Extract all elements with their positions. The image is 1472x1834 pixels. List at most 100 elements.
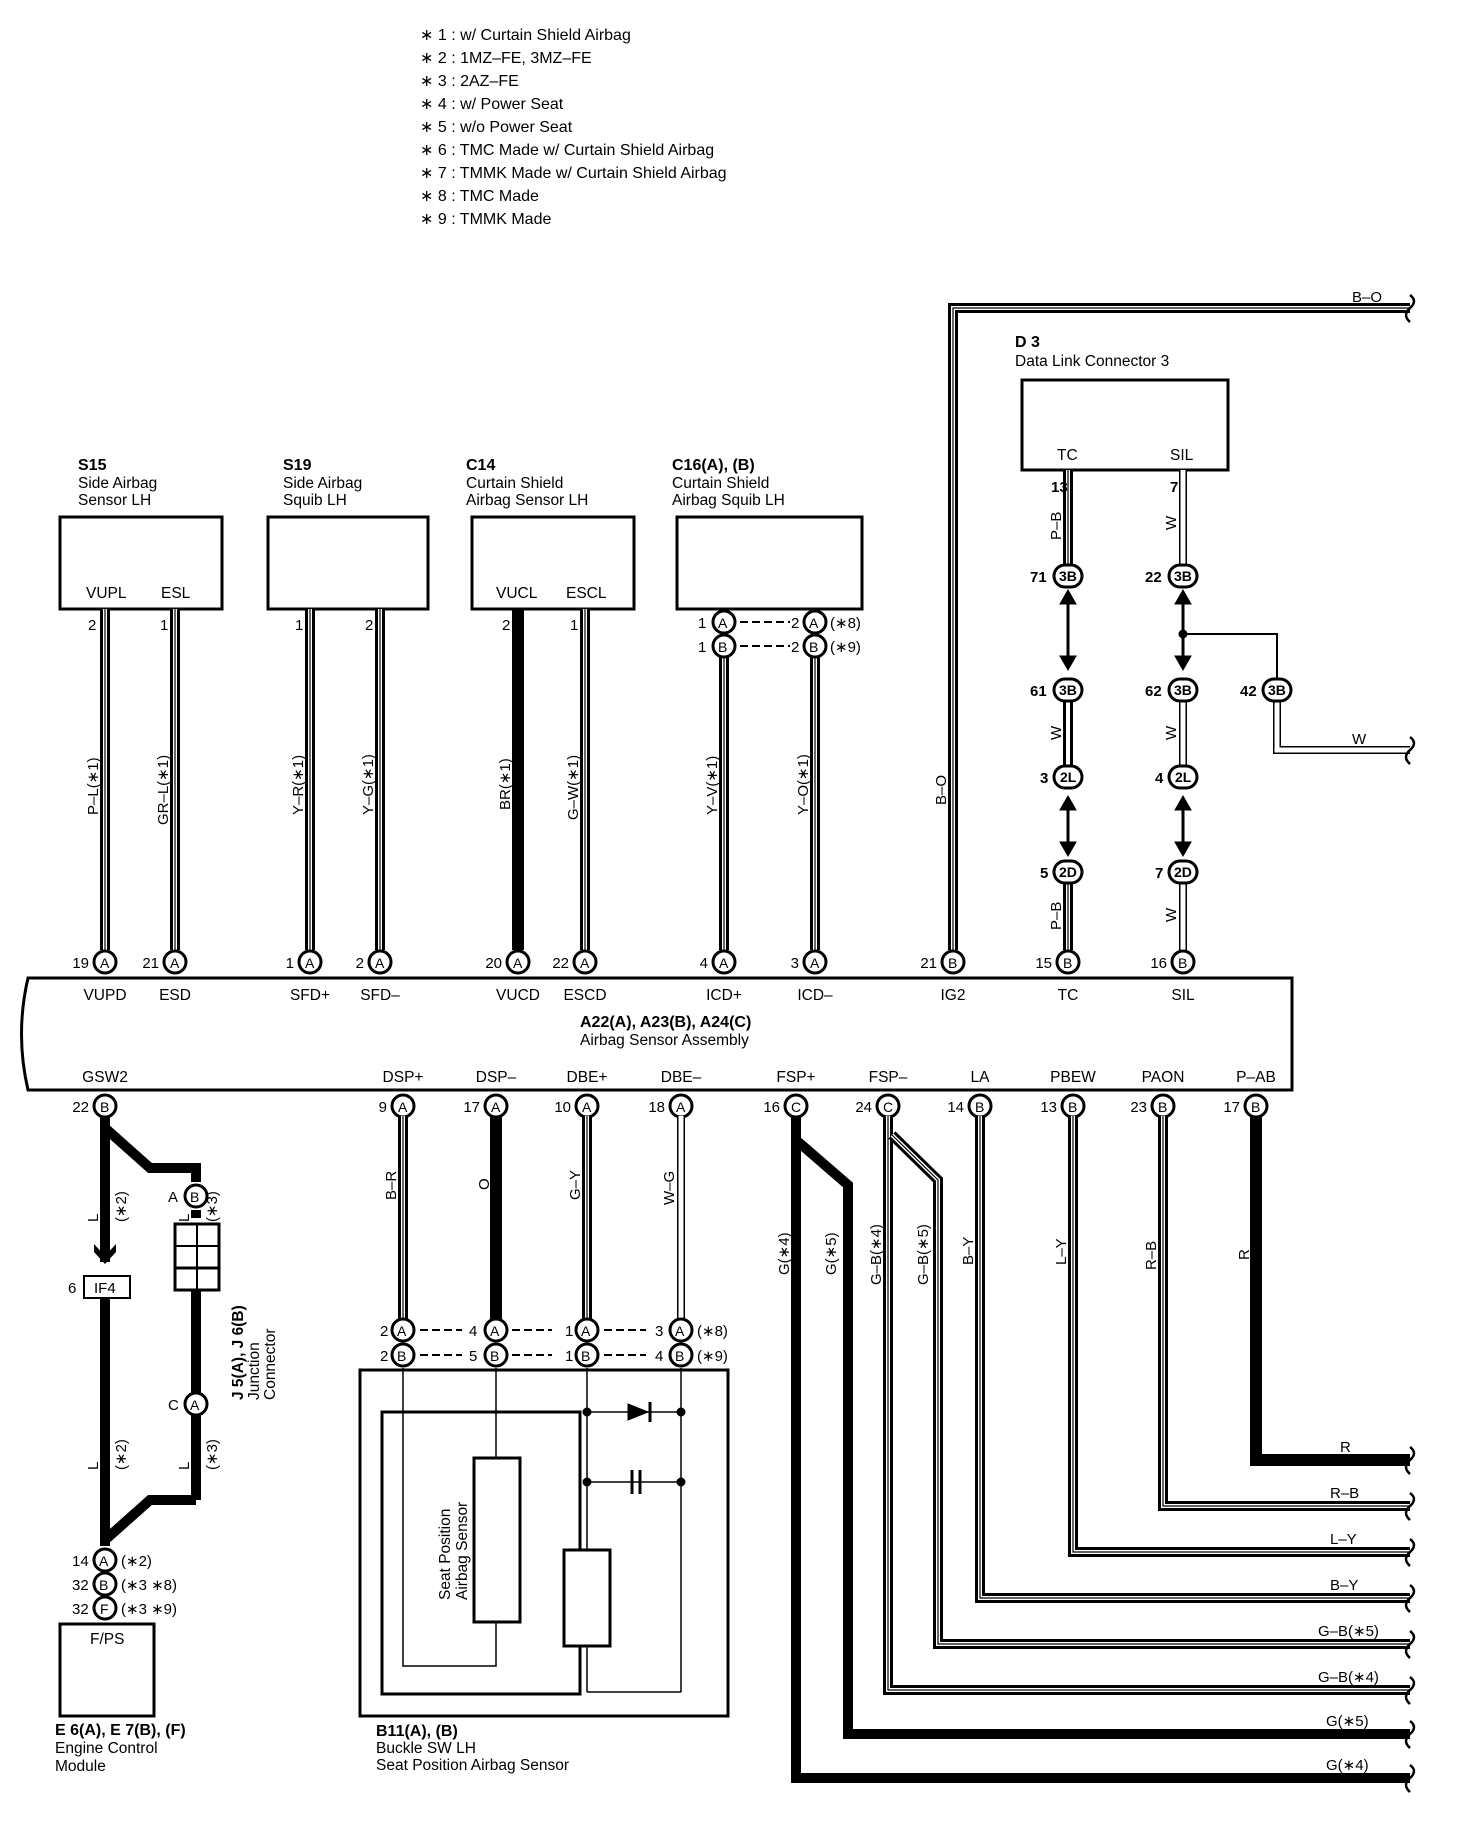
d3-pin-tc: TC [1057, 447, 1078, 464]
s19-name1: Side Airbag [283, 475, 362, 492]
b11-pins: 2 2 4 5 1 1 3 4 (∗8) (∗9) [380, 1323, 728, 1365]
notes-list: ∗ 1 : w/ Curtain Shield Airbag ∗ 2 : 1MZ… [420, 24, 727, 231]
conn-3b-1: 3B [1059, 568, 1077, 584]
c16-name2: Airbag Squib LH [672, 492, 785, 509]
main-top-pin-7-letter: A [810, 955, 820, 971]
b11-connectors: A B A B A B A B [390, 1317, 694, 1368]
svg-text:Y–V(∗1): Y–V(∗1) [704, 756, 721, 815]
svg-text:G(∗5): G(∗5) [823, 1232, 840, 1275]
svg-text:G(∗4): G(∗4) [776, 1232, 793, 1275]
note-4: ∗ 4 : w/ Power Seat [420, 96, 564, 113]
svg-text:GR–L(∗1): GR–L(∗1) [155, 755, 172, 825]
svg-text:G–B(∗4): G–B(∗4) [1318, 1669, 1379, 1686]
c16-note-8: (∗8) [830, 615, 861, 632]
main-bottom-pin-0-number: 22 [72, 1099, 89, 1116]
svg-text:R–B: R–B [1330, 1485, 1359, 1502]
svg-text:B: B [190, 1189, 199, 1205]
main-bottom-pin-1-label: DSP+ [383, 1069, 424, 1086]
svg-text:1: 1 [295, 617, 303, 634]
c14-code: C14 [466, 457, 495, 474]
ecm-box-label: F/PS [90, 1631, 124, 1648]
svg-text:(∗2): (∗2) [113, 1191, 130, 1222]
component-s19: S19 Side Airbag Squib LH [266, 457, 430, 611]
component-c16: C16(A), (B) Curtain Shield Airbag Squib … [672, 457, 864, 611]
svg-text:B–O: B–O [933, 775, 950, 805]
svg-text:2: 2 [502, 617, 510, 634]
main-top-pin-10-letter: B [1178, 955, 1187, 971]
main-bottom-pin-9-number: 23 [1130, 1099, 1147, 1116]
main-top-pin-9-circle [1055, 949, 1081, 975]
conn-2d-2: 2D [1174, 864, 1192, 880]
main-bottom-pin-8-letter: B [1068, 1099, 1077, 1115]
svg-text:G–W(∗1): G–W(∗1) [565, 755, 582, 820]
svg-text:A: A [99, 1553, 109, 1569]
b11-component [358, 1368, 730, 1718]
svg-text:W: W [1048, 725, 1065, 740]
c14-name2: Airbag Sensor LH [466, 492, 588, 509]
svg-text:4: 4 [469, 1323, 477, 1340]
component-c14: C14 Curtain Shield Airbag Sensor LH VUCL… [466, 457, 636, 611]
main-bottom-pin-9-letter: B [1158, 1099, 1167, 1115]
svg-text:P–B: P–B [1048, 512, 1065, 540]
svg-text:A: A [397, 1323, 407, 1339]
wire-labels-bottom: L (∗2) L (∗3) L (∗2) L (∗3) B–R O G–Y W–… [85, 1170, 1253, 1470]
main-top-pin-9-letter: B [1063, 955, 1072, 971]
main-bottom-pin-1-letter: A [398, 1099, 408, 1115]
pin-22: 22 [1145, 569, 1162, 586]
chain-arrows [1059, 588, 1286, 858]
svg-text:G(∗4): G(∗4) [1326, 1757, 1369, 1774]
svg-text:1: 1 [160, 617, 168, 634]
main-top-pin-3-letter: A [375, 955, 385, 971]
svg-text:B: B [675, 1348, 684, 1364]
main-bottom-pin-3-letter: A [582, 1099, 592, 1115]
main-bottom-pin-7-letter: B [975, 1099, 984, 1115]
svg-text:(∗8): (∗8) [697, 1323, 728, 1340]
svg-text:(∗2): (∗2) [121, 1553, 152, 1570]
main-top-pin-9-label: TC [1058, 987, 1079, 1004]
note-7: ∗ 7 : TMMK Made w/ Curtain Shield Airbag [420, 165, 727, 182]
c16-name1: Curtain Shield [672, 475, 769, 492]
svg-text:4: 4 [655, 1348, 663, 1365]
main-bottom-pin-7-label: LA [971, 1069, 991, 1086]
main-bottom-pin-6-number: 24 [855, 1099, 872, 1116]
svg-text:(∗3): (∗3) [204, 1191, 221, 1222]
main-bottom-pin-5-label: FSP+ [776, 1069, 815, 1086]
main-top-pin-4-label: VUCD [496, 987, 540, 1004]
main-bottom-pin-4-label: DBE– [661, 1069, 702, 1086]
svg-text:G(∗5): G(∗5) [1326, 1713, 1369, 1730]
main-top-pin-4-number: 20 [485, 955, 502, 972]
main-top-pin-1-label: ESD [159, 987, 191, 1004]
main-top-pin-0-circle [92, 949, 118, 975]
svg-text:F: F [100, 1601, 109, 1617]
svg-text:B: B [490, 1348, 499, 1364]
svg-text:A: A [490, 1323, 500, 1339]
if4-connector: IF4 6 [68, 1244, 131, 1299]
main-top-pin-0-letter: A [100, 955, 110, 971]
svg-text:B: B [809, 639, 818, 655]
svg-text:A: A [809, 615, 819, 631]
svg-text:5: 5 [469, 1348, 477, 1365]
main-bottom-pin-6-label: FSP– [869, 1069, 908, 1086]
note-1: ∗ 1 : w/ Curtain Shield Airbag [420, 27, 631, 44]
pin-71: 71 [1030, 569, 1047, 586]
svg-text:R–B: R–B [1143, 1241, 1160, 1270]
svg-text:B–Y: B–Y [960, 1237, 977, 1265]
wire-break-ends [1404, 294, 1416, 1793]
b11-inner-2: Airbag Sensor [454, 1502, 471, 1600]
main-top-pin-6-number: 4 [700, 955, 708, 972]
svg-text:L: L [176, 1214, 193, 1222]
main-bottom-pin-5-letter: C [791, 1099, 801, 1115]
note-6: ∗ 6 : TMC Made w/ Curtain Shield Airbag [420, 142, 715, 159]
svg-text:A: A [581, 1323, 591, 1339]
main-bottom-pins: B22GSW2A9DSP+A17DSP–A10DBE+A18DBE–C16FSP… [72, 1069, 1276, 1119]
d3-pin-13: 13 [1051, 479, 1068, 496]
main-bottom-pin-6-letter: C [883, 1099, 893, 1115]
main-assembly: A22(A), A23(B), A24(C) Airbag Sensor Ass… [20, 976, 1294, 1092]
main-top-pin-1-number: 21 [142, 955, 159, 972]
b11-name2: Seat Position Airbag Sensor [376, 1757, 569, 1774]
svg-text:W–G: W–G [661, 1171, 678, 1205]
main-top-pin-3-circle [367, 949, 393, 975]
svg-text:(∗2): (∗2) [113, 1439, 130, 1470]
main-top-pin-0-label: VUPD [83, 987, 126, 1004]
svg-text:W: W [1352, 731, 1367, 748]
